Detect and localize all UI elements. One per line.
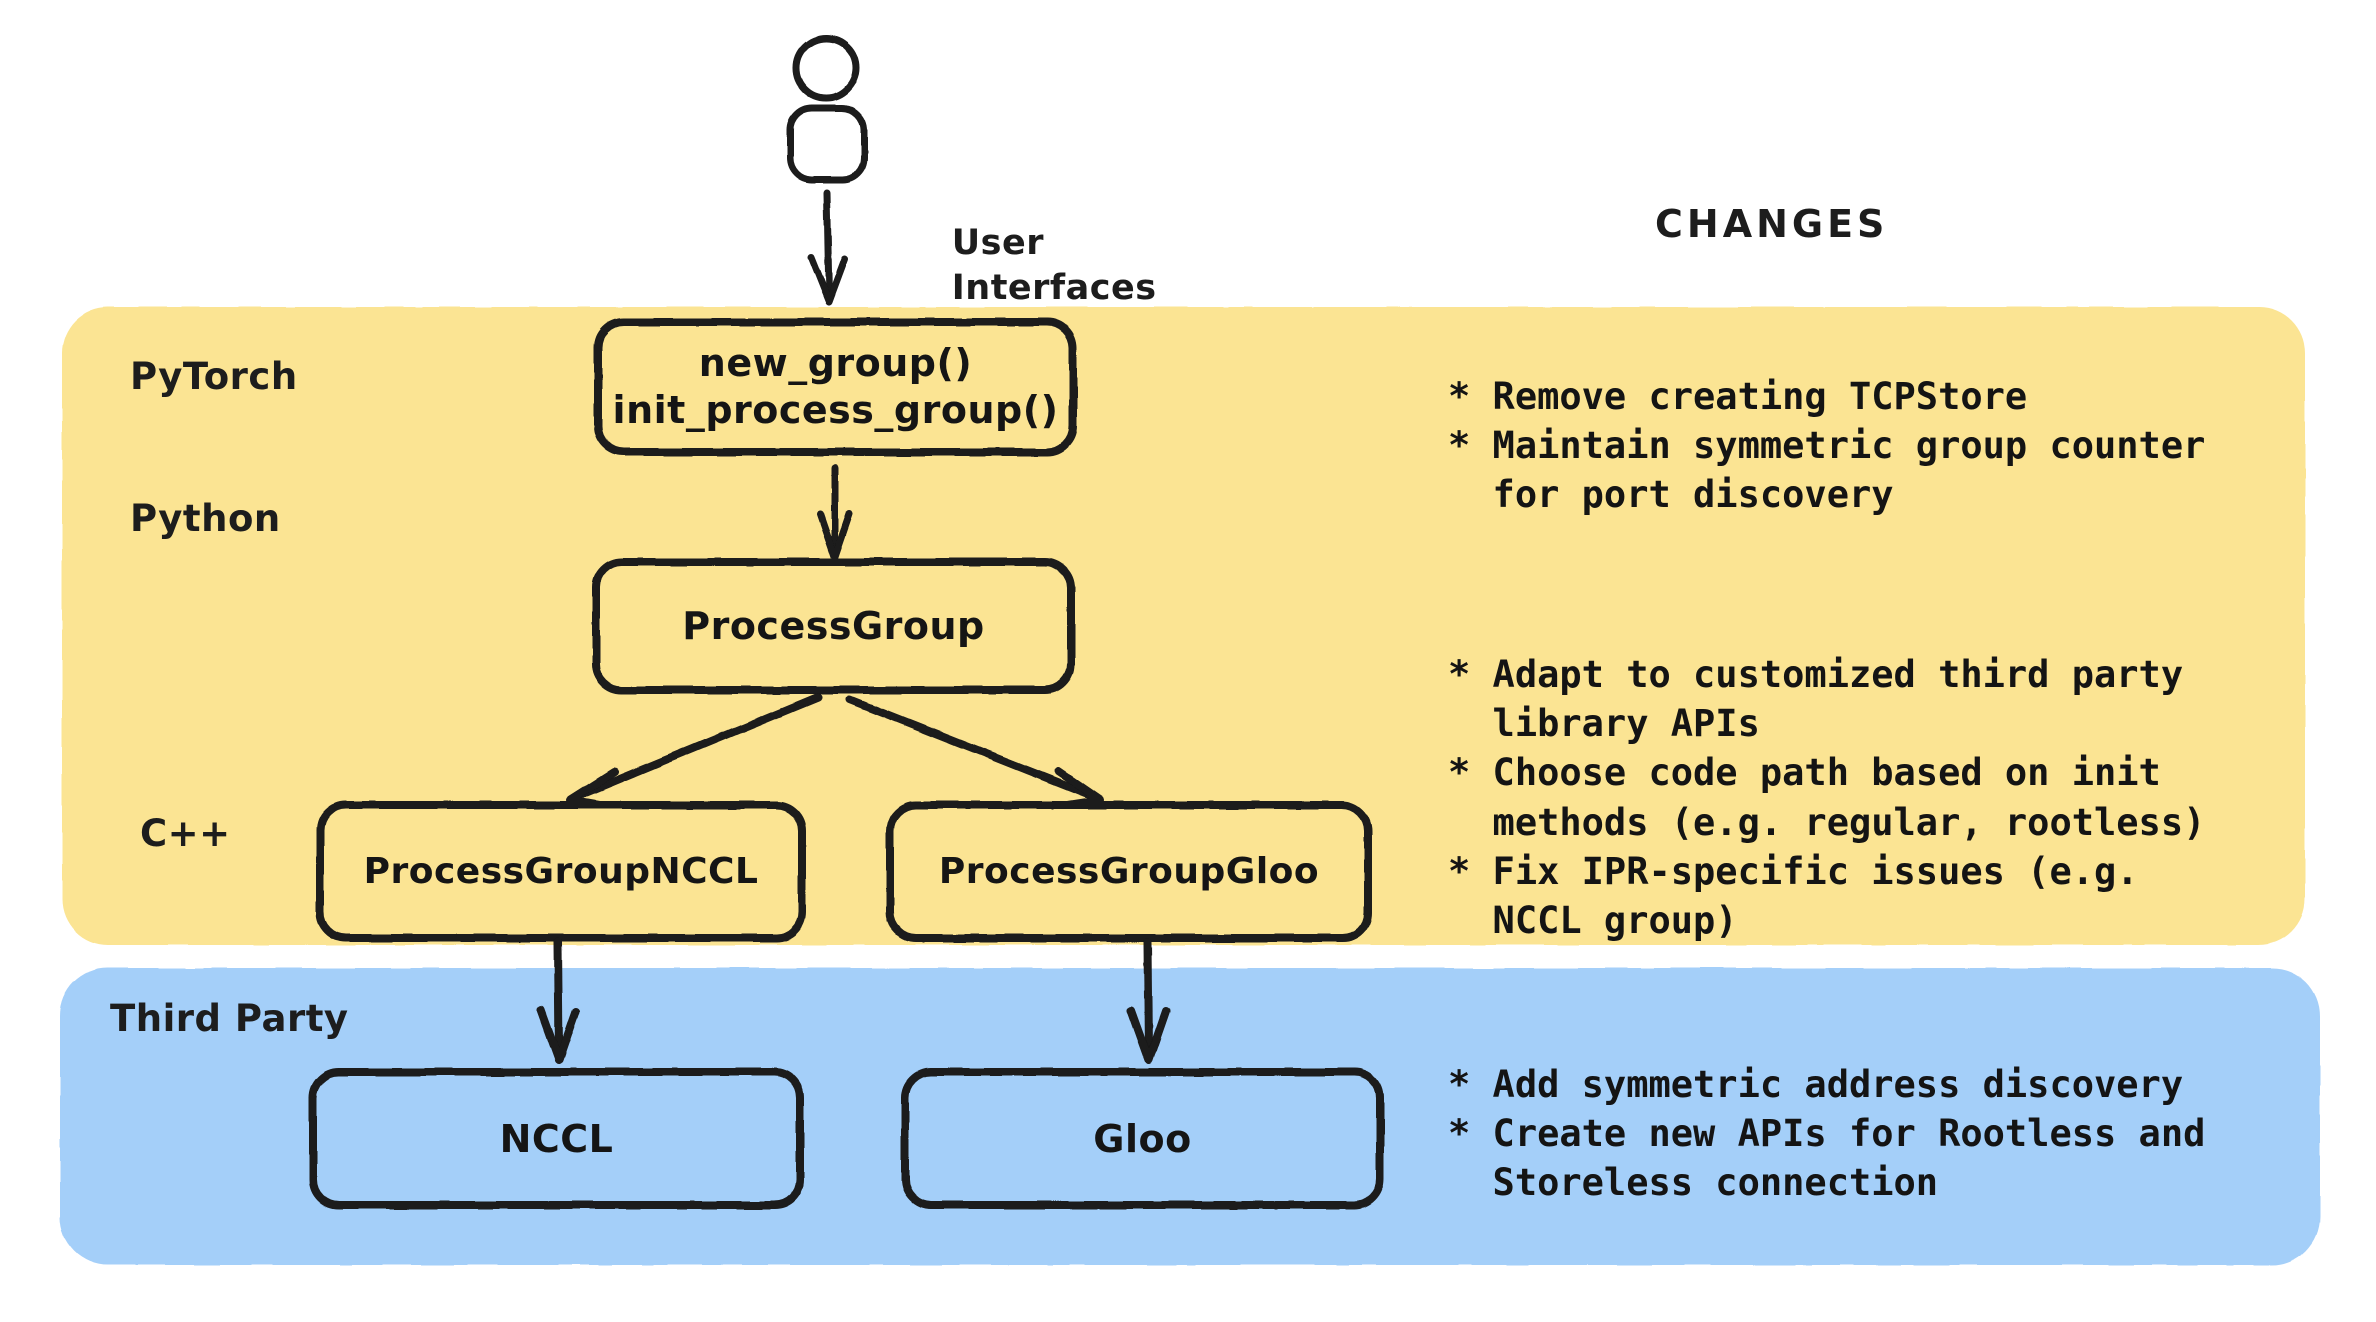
processgroupgloo-node-box[interactable]	[886, 801, 1372, 942]
gloo-node-label[interactable]: Gloo	[905, 1072, 1380, 1205]
changes-line: for port discovery	[1448, 473, 1894, 517]
changes-group-third-party: * Add symmetric address discovery * Creat…	[1448, 1060, 2205, 1208]
arrow-pggloo-to-gloo	[1127, 938, 1170, 1064]
processgroupgloo-label-text: ProcessGroupGloo	[938, 851, 1320, 892]
user-interfaces-line2: Interfaces	[951, 267, 1157, 308]
api-node-box[interactable]	[594, 318, 1077, 456]
gloo-node-box[interactable]	[901, 1068, 1384, 1209]
changes-group-cpp: * Adapt to customized third party librar…	[1448, 650, 2205, 945]
gloo-label-text: Gloo	[1093, 1116, 1192, 1161]
changes-line: Storeless connection	[1448, 1161, 1939, 1205]
layer-label-third-party: Third Party	[110, 997, 349, 1040]
processgroupnccl-label-text: ProcessGroupNCCL	[363, 851, 759, 892]
user-interfaces-line1: User	[951, 222, 1045, 263]
changes-line: * Add symmetric address discovery	[1448, 1063, 2184, 1106]
layer-label-python: Python	[130, 497, 281, 540]
api-node-line2: init_process_group()	[612, 388, 1059, 432]
changes-heading: CHANGES	[1655, 202, 1889, 246]
processgroup-node-label[interactable]: ProcessGroup	[596, 562, 1071, 690]
user-interfaces-label: User Interfaces	[901, 176, 1157, 355]
changes-line: * Adapt to customized third party	[1448, 653, 2184, 696]
processgroup-node-box[interactable]	[592, 558, 1075, 694]
pytorch-panel	[62, 307, 2305, 945]
changes-group-python: * Remove creating TCPStore * Maintain sym…	[1448, 372, 2205, 520]
processgroupgloo-node-label[interactable]: ProcessGroupGloo	[890, 805, 1368, 938]
changes-line: * Maintain symmetric group counter	[1448, 424, 2206, 468]
processgroup-label-text: ProcessGroup	[682, 604, 985, 648]
changes-line: library APIs	[1448, 702, 1760, 746]
layer-label-pytorch: PyTorch	[130, 355, 298, 398]
changes-line: * Choose code path based on init	[1448, 751, 2161, 795]
api-node-line1: new_group()	[698, 340, 973, 385]
arrow-pgnccl-to-nccl	[537, 938, 580, 1064]
changes-line: methods (e.g. regular, rootless)	[1448, 800, 2206, 844]
nccl-label-text: NCCL	[499, 1116, 614, 1161]
person-icon	[786, 34, 868, 184]
nccl-node-box[interactable]	[309, 1068, 804, 1209]
changes-line: * Fix IPR-specific issues (e.g.	[1448, 849, 2139, 893]
nccl-node-label[interactable]: NCCL	[313, 1072, 800, 1205]
arrow-user-to-api	[807, 189, 849, 306]
processgroupnccl-node-box[interactable]	[316, 801, 806, 942]
api-node-label[interactable]: new_group() init_process_group()	[598, 322, 1073, 452]
processgroupnccl-node-label[interactable]: ProcessGroupNCCL	[320, 805, 802, 938]
changes-line: * Create new APIs for Rootless and	[1448, 1112, 2206, 1156]
changes-line: NCCL group)	[1448, 899, 1738, 943]
changes-line: * Remove creating TCPStore	[1448, 375, 2028, 418]
layer-label-cpp: C++	[140, 812, 231, 855]
